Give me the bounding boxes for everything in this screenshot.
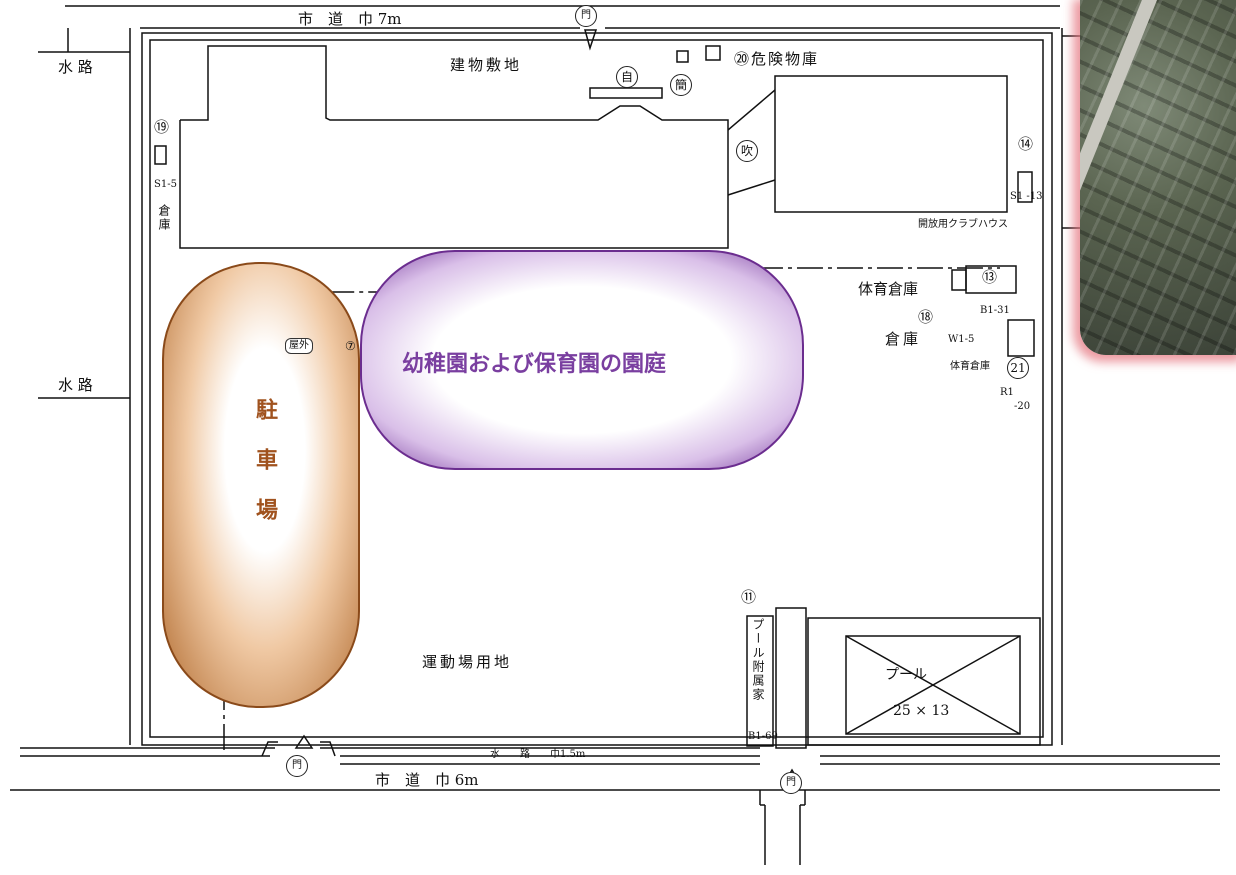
storage-label: 倉庫 <box>885 330 922 348</box>
code-b1-31: B1-31 <box>980 305 1010 316</box>
aerial-road <box>1080 0 1163 355</box>
waterway-label-mid: 水 路 <box>58 376 93 394</box>
code-w1-5: W1-5 <box>948 334 975 345</box>
pe-storage-label: 体育倉庫 <box>858 280 919 298</box>
building-site-label: 建物敷地 <box>450 56 523 74</box>
danger-storage-label: ⑳危険物庫 <box>734 50 820 68</box>
marker-18: ⑱ <box>918 308 934 326</box>
code-s1-13: S1 -13 <box>1010 191 1043 202</box>
waterway-label-top: 水 路 <box>58 58 93 76</box>
marker-14: ⑭ <box>1018 135 1034 153</box>
marker-13: ⑬ <box>982 268 998 286</box>
fan-marker-icon: 吹 <box>736 140 758 162</box>
garden-highlight <box>360 250 804 470</box>
gate-south-east-icon: 門 <box>780 772 802 794</box>
outdoor-label: 屋外 <box>285 338 313 354</box>
gate-south-west-icon: 門 <box>286 755 308 777</box>
aerial-photo-inset <box>1080 0 1236 355</box>
marker-7: ⑦ <box>345 339 356 353</box>
self-marker-icon: 自 <box>616 66 638 88</box>
clubhouse-label: 開放用クラブハウス <box>918 219 1008 230</box>
parking-highlight <box>162 262 360 708</box>
pe-storage-small-label: 体育倉庫 <box>950 361 990 372</box>
parking-label: 駐車場 <box>252 398 277 548</box>
garden-label: 幼稚園および保育園の園庭 <box>402 352 667 377</box>
marker-11: ⑪ <box>741 588 757 606</box>
bicycle-marker-icon: 簡 <box>670 74 692 96</box>
pool-annex-label: プール附属家 <box>751 618 765 702</box>
pool-annex-code: B1-69 <box>748 731 778 742</box>
pool-label: プール <box>885 667 927 683</box>
sports-ground-label: 運動場用地 <box>422 653 513 671</box>
gate-north-icon: 門 <box>575 5 597 27</box>
code-20: -20 <box>1014 401 1031 412</box>
storage-left-label: 倉庫 <box>157 204 171 232</box>
code-s1-5: S1-5 <box>154 179 177 190</box>
marker-19: ⑲ <box>154 118 170 136</box>
pool-size-label: 25 × 13 <box>893 703 950 719</box>
marker-21-icon: 21 <box>1007 357 1029 379</box>
bottom-road-label: 市 道 巾 6m <box>375 771 479 789</box>
top-road-label: 市 道 巾 7m <box>298 10 402 28</box>
code-r1: R1 <box>1000 387 1014 398</box>
waterway-label-bottom: 水 路 巾1.5m <box>490 749 586 760</box>
